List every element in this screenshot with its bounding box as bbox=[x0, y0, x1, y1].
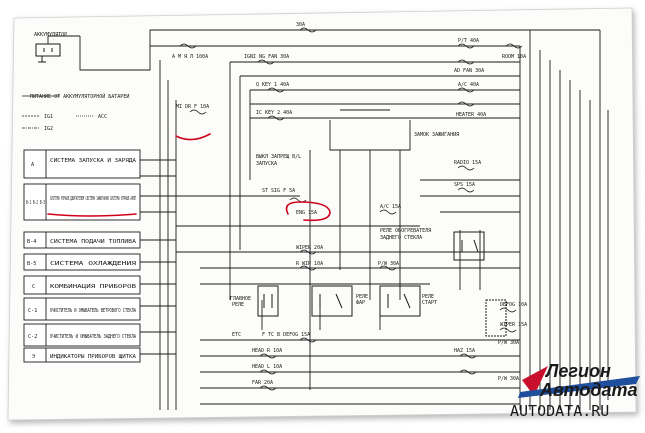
battery-icon bbox=[35, 43, 61, 63]
fuse-room-label: ROOM 10А bbox=[502, 54, 526, 60]
logo-line2: Автодата bbox=[539, 380, 638, 400]
fuse-key2-label: IC KEY 2 40A bbox=[256, 110, 292, 116]
fuse-etc-label: ETC bbox=[232, 332, 241, 338]
fuse-rwip-label: R WIP 10A bbox=[296, 261, 323, 267]
block-c1-code: C-1 bbox=[28, 308, 37, 314]
fuse-pw-label: P/W 30A bbox=[378, 261, 399, 267]
block-b4-code: B-4 bbox=[27, 239, 36, 245]
legend-ig1: IG1 bbox=[44, 114, 53, 120]
fuse-head-l-label: HEAD L 10A bbox=[252, 364, 282, 370]
fuse-afc-label: A/C 15A bbox=[380, 204, 401, 210]
fuse-radio-label: RADIO 15A bbox=[454, 160, 481, 166]
fuse-eng-label: ENG 15A bbox=[296, 210, 317, 216]
block-b4-label: СИСТЕМА ПОДАЧИ ТОПЛИВА bbox=[50, 239, 137, 245]
block-c-code: C bbox=[32, 284, 35, 290]
block-a-code: A bbox=[31, 162, 35, 168]
rear-heat-relay-label-a: РЕЛЕ ОБОГРЕВАТЕЛЯ bbox=[380, 228, 431, 234]
rear-heat-relay-label-b: ЗАДНЕГО СТЕКЛА bbox=[380, 235, 422, 241]
fuse-head-r-label: HEAD R 10A bbox=[252, 348, 282, 354]
block-b5-label: СИСТЕМА ОХЛАЖДЕНИЯ bbox=[50, 261, 136, 267]
legend-acc: ACC bbox=[98, 114, 107, 120]
fuse-heater-label: HEATER 40A bbox=[456, 112, 486, 118]
fuse-far-label: FAR 20A bbox=[252, 380, 273, 386]
block-c2-code: C-2 bbox=[28, 334, 37, 340]
fuse-defog-label: DEFOG 10A bbox=[500, 302, 527, 308]
block-a-label: СИСТЕМА ЗАПУСКА И ЗАРЯДА bbox=[50, 158, 137, 164]
fuse-ac-label: A/C 40A bbox=[458, 82, 479, 88]
fuse-mid-label: MI DR F 10A bbox=[176, 104, 209, 110]
wire-lines bbox=[47, 29, 609, 410]
start-relay-label-b: ЗАПУСКА bbox=[256, 161, 277, 167]
red-highlight-marks bbox=[47, 133, 331, 222]
legend-ig2: IG2 bbox=[44, 126, 53, 132]
fuse-hzd-label: HAZ 15A bbox=[454, 348, 475, 354]
paper-sheet bbox=[7, 7, 637, 421]
autodata-logo: Легион Автодата AUTODATA.RU bbox=[510, 361, 640, 420]
block-c2-label: ОЧИСТИТЕЛЬ И ОМЫВАТЕЛЬ ЗАДНЕГО СТЕКЛА bbox=[50, 334, 137, 340]
fuse-wiper-label: WIPER 20A bbox=[296, 245, 323, 251]
block-c-label: КОМБИНАЦИЯ ПРИБОРОВ bbox=[50, 284, 136, 290]
logo-url: AUTODATA.RU bbox=[510, 402, 609, 420]
fuse-rf-label: Р/Т 40А bbox=[458, 38, 479, 44]
battery-label: АККУМУЛЯТОР bbox=[34, 32, 67, 38]
head-relay-label-b: ФАР bbox=[356, 300, 365, 306]
relay-boxes bbox=[257, 231, 507, 337]
fuse-sps-label: SPS 15A bbox=[454, 182, 475, 188]
main-relay-label-b: РЕЛЕ bbox=[232, 302, 244, 308]
fuse-30a-label: 30А bbox=[296, 22, 305, 28]
fuse-wiper-r-label: WIPER 15A bbox=[500, 322, 527, 328]
block-c1-label: ОЧИСТИТЕЛЬ И ОМЫВАТЕЛЬ ВЕТРОВОГО СТЕКЛА bbox=[50, 308, 137, 314]
block-e-label: ИНДИКАТОРЫ ПРИБОРОВ ЩИТКА bbox=[50, 354, 137, 360]
fuse-ftc-label: F TC B DEFOG 15A bbox=[262, 332, 310, 338]
block-b5-code: B-5 bbox=[27, 261, 36, 267]
start-relay-label-a: ВЫКЛ ЗАПРЕЩ B/L bbox=[256, 154, 301, 160]
fuse-ign-fan-label: IGNI NG FAN 30A bbox=[244, 54, 289, 60]
main-relay-label-a: ГЛАВНОЕ bbox=[230, 296, 251, 302]
logo-swoosh-icon bbox=[522, 366, 548, 396]
fuse-ad-fan-label: AD FAN 30A bbox=[454, 68, 484, 74]
start-relay2-label-a: РЕЛЕ bbox=[422, 294, 434, 300]
start-relay2-label-b: СТАРТ bbox=[422, 300, 437, 306]
ignition-switch-label: ЗАМОК ЗАЖИГАНИЯ bbox=[414, 132, 459, 138]
head-relay-label-a: РЕЛЕ bbox=[356, 294, 368, 300]
fuse-st-sig-label: ST SIG F 5A bbox=[262, 188, 295, 194]
fuse-main-label: А М Я Л 100А bbox=[172, 54, 208, 60]
fuse-pw-right-label: P/W 30A bbox=[498, 340, 519, 346]
legend: ПИТАНИЕ ОТ АККУМУЛЯТОРНОЙ БАТАРЕИ IG1 AC… bbox=[22, 93, 129, 132]
system-blocks bbox=[23, 149, 141, 363]
block-e-code: Э bbox=[32, 354, 35, 360]
block-b-label: СИСТЕМА УПРАВЛ.ДВИГАТЕЛЕМ СИСТЕМА ЗАЖИГА… bbox=[50, 196, 136, 202]
logo-line1: Легион bbox=[544, 361, 611, 381]
fuse-pw-right2-label: P/W 30A bbox=[498, 376, 519, 382]
fuse-key1-label: Q KEY 1 40A bbox=[256, 82, 289, 88]
fuse-symbols bbox=[179, 27, 523, 391]
block-b-code: B-1 B-2 B-3 bbox=[26, 200, 45, 206]
logo-bar-icon bbox=[518, 376, 640, 398]
legend-title: ПИТАНИЕ ОТ АККУМУЛЯТОРНОЙ БАТАРЕИ bbox=[30, 93, 129, 100]
